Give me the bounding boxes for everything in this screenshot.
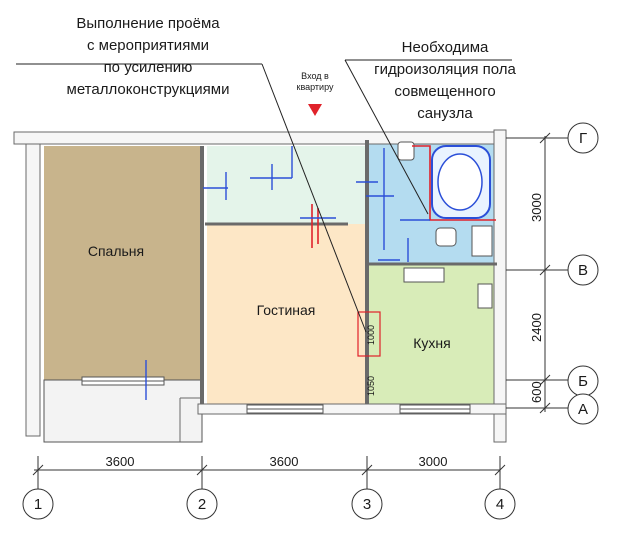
kitchen-area [369,264,497,404]
axis-bubbles-vertical [22,488,516,520]
opening-note-line3: по усилению [104,59,193,76]
waterproof-note-line3: совмещенного [394,83,495,100]
waterproof-note-line1: Необходима [402,39,489,56]
dim-bottom-3: 3000 [419,454,448,469]
opening-marker [357,311,381,357]
walls [13,129,507,443]
opening-note-line1: Выполнение проёма [76,15,220,32]
axis-label-4: 4 [496,496,504,513]
axis-label-a: А [578,401,588,418]
waterproof-note-line2: гидроизоляция пола [374,61,516,78]
dim-right-3: 600 [529,381,544,403]
dim-bottom-1: 3600 [106,454,135,469]
bedroom-area [44,146,202,380]
waterproof-note-line4: санузла [417,105,473,122]
room-label-living: Гостиная [257,302,316,318]
corridor-area [207,146,367,224]
balcony-area [43,379,203,443]
living-area [207,224,365,404]
axis-label-3: 3 [363,496,371,513]
bath-fixtures [397,141,493,309]
dim-right-1: 3000 [529,193,544,222]
room-label-bedroom: Спальня [88,243,144,259]
axis-label-2: 2 [198,496,206,513]
waterproofing-outline [311,145,496,248]
opening-note-line2: с мероприятиями [87,37,209,54]
right-dimension-line [506,132,568,414]
opening-height-label: 1000 [366,325,376,345]
entrance-arrow-icon [308,104,322,116]
opening-note-line4: металлоконструкциями [67,81,230,98]
axis-label-g: Г [579,130,587,147]
entrance-label-line2: квартиру [297,82,334,92]
windows [81,376,471,414]
axis-label-b: Б [578,373,588,390]
reinforcement-marks [145,146,430,400]
leader-lines [16,59,512,333]
dim-right-2: 2400 [529,313,544,342]
axis-label-1: 1 [34,496,42,513]
opening-sill-label: 1050 [366,376,376,396]
room-label-kitchen: Кухня [413,335,450,351]
entrance-label-line1: Вход в [301,71,329,81]
dim-bottom-2: 3600 [270,454,299,469]
axis-label-v: В [578,262,588,279]
bottom-dimension-line [32,456,506,490]
axis-bubbles-horizontal [567,122,599,425]
